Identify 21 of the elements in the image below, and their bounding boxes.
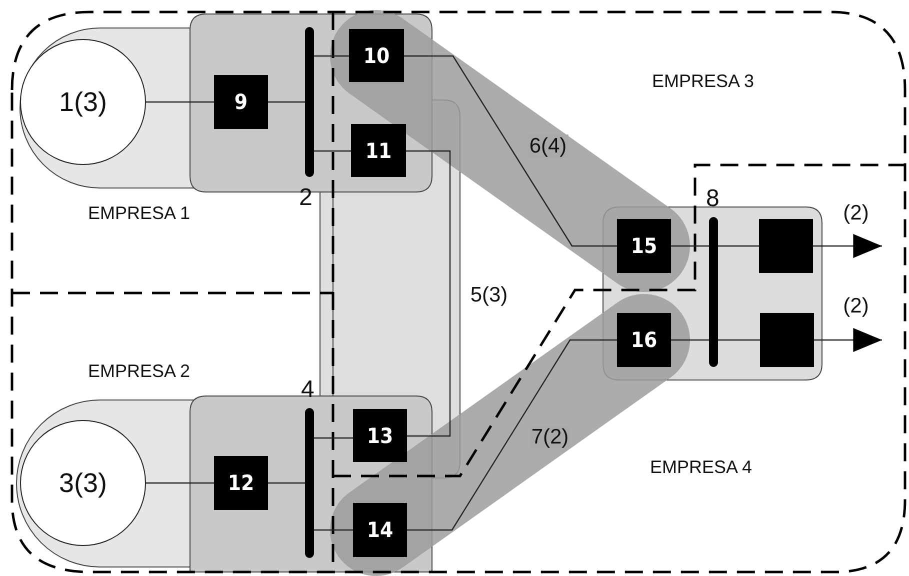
connector-line (718, 339, 760, 341)
bus-number: 8 (706, 187, 720, 211)
process-box (759, 219, 813, 273)
process-box (760, 313, 814, 367)
arrow (813, 234, 882, 258)
edge-label: (2) (841, 294, 871, 318)
connector-line (718, 245, 759, 247)
connector-line (146, 101, 214, 103)
bus-number: 2 (299, 186, 312, 210)
bus-bar (305, 408, 314, 558)
bus-bar (305, 27, 314, 177)
edge-label: (2) (841, 202, 871, 224)
connector-line (268, 101, 305, 103)
process-box: 12 (214, 456, 268, 510)
connector-line (146, 482, 214, 484)
arrow (814, 328, 882, 352)
process-box: 9 (214, 75, 268, 129)
bus-bar (709, 217, 718, 367)
connector-line (268, 482, 305, 484)
region-label: EMPRESA 1 (88, 204, 190, 222)
region-label: EMPRESA 2 (88, 362, 190, 380)
